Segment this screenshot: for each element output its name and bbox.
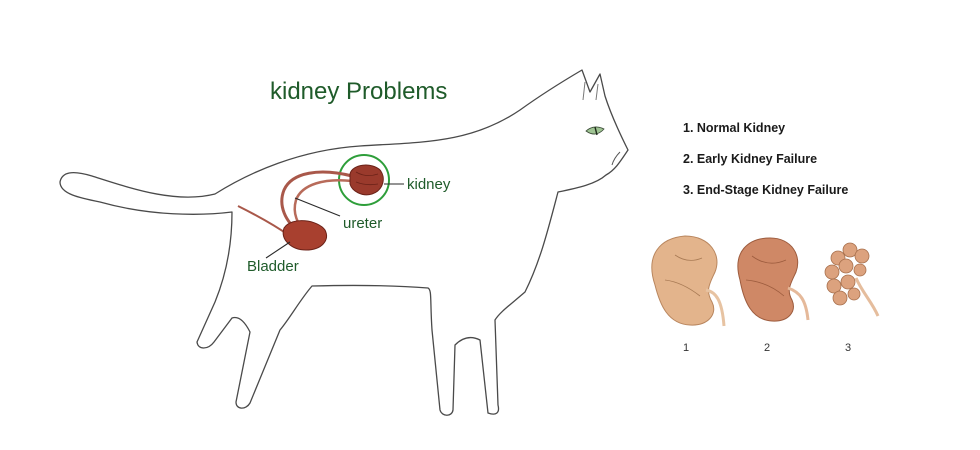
kidney-stage-legend: 1. Normal Kidney 2. Early Kidney Failure…: [683, 121, 848, 214]
kidney-normal-illustration: [651, 235, 726, 327]
bladder-label: Bladder: [247, 258, 299, 275]
kidney-label: kidney: [407, 176, 451, 193]
legend-item-end-stage: 3. End-Stage Kidney Failure: [683, 183, 849, 197]
legend-item-normal: 1. Normal Kidney: [683, 121, 786, 135]
diagram-title: kidney Problems: [270, 78, 448, 105]
cat-pupil: [594, 126, 598, 136]
kidney-end-stage-illustration: [824, 242, 880, 317]
cat-kidney: [349, 164, 384, 196]
kidney-number-3: 3: [845, 342, 852, 354]
ureter-label: ureter: [343, 215, 383, 232]
kidney-number-1: 1: [683, 342, 690, 354]
kidney-number-2: 2: [764, 342, 771, 354]
cat-eye: [585, 126, 605, 135]
ureter-path: [280, 170, 353, 234]
cat-ear-inner: [582, 81, 599, 101]
ureter-pointer-line: [294, 197, 341, 217]
bladder-pointer-line: [265, 241, 291, 259]
cat-outline: [59, 69, 629, 416]
kidney-early-failure-illustration: [737, 237, 810, 322]
cat-kidney-ridge: [355, 171, 379, 186]
legend-item-early-failure: 2. Early Kidney Failure: [683, 152, 818, 166]
cat-mouth: [611, 151, 621, 166]
